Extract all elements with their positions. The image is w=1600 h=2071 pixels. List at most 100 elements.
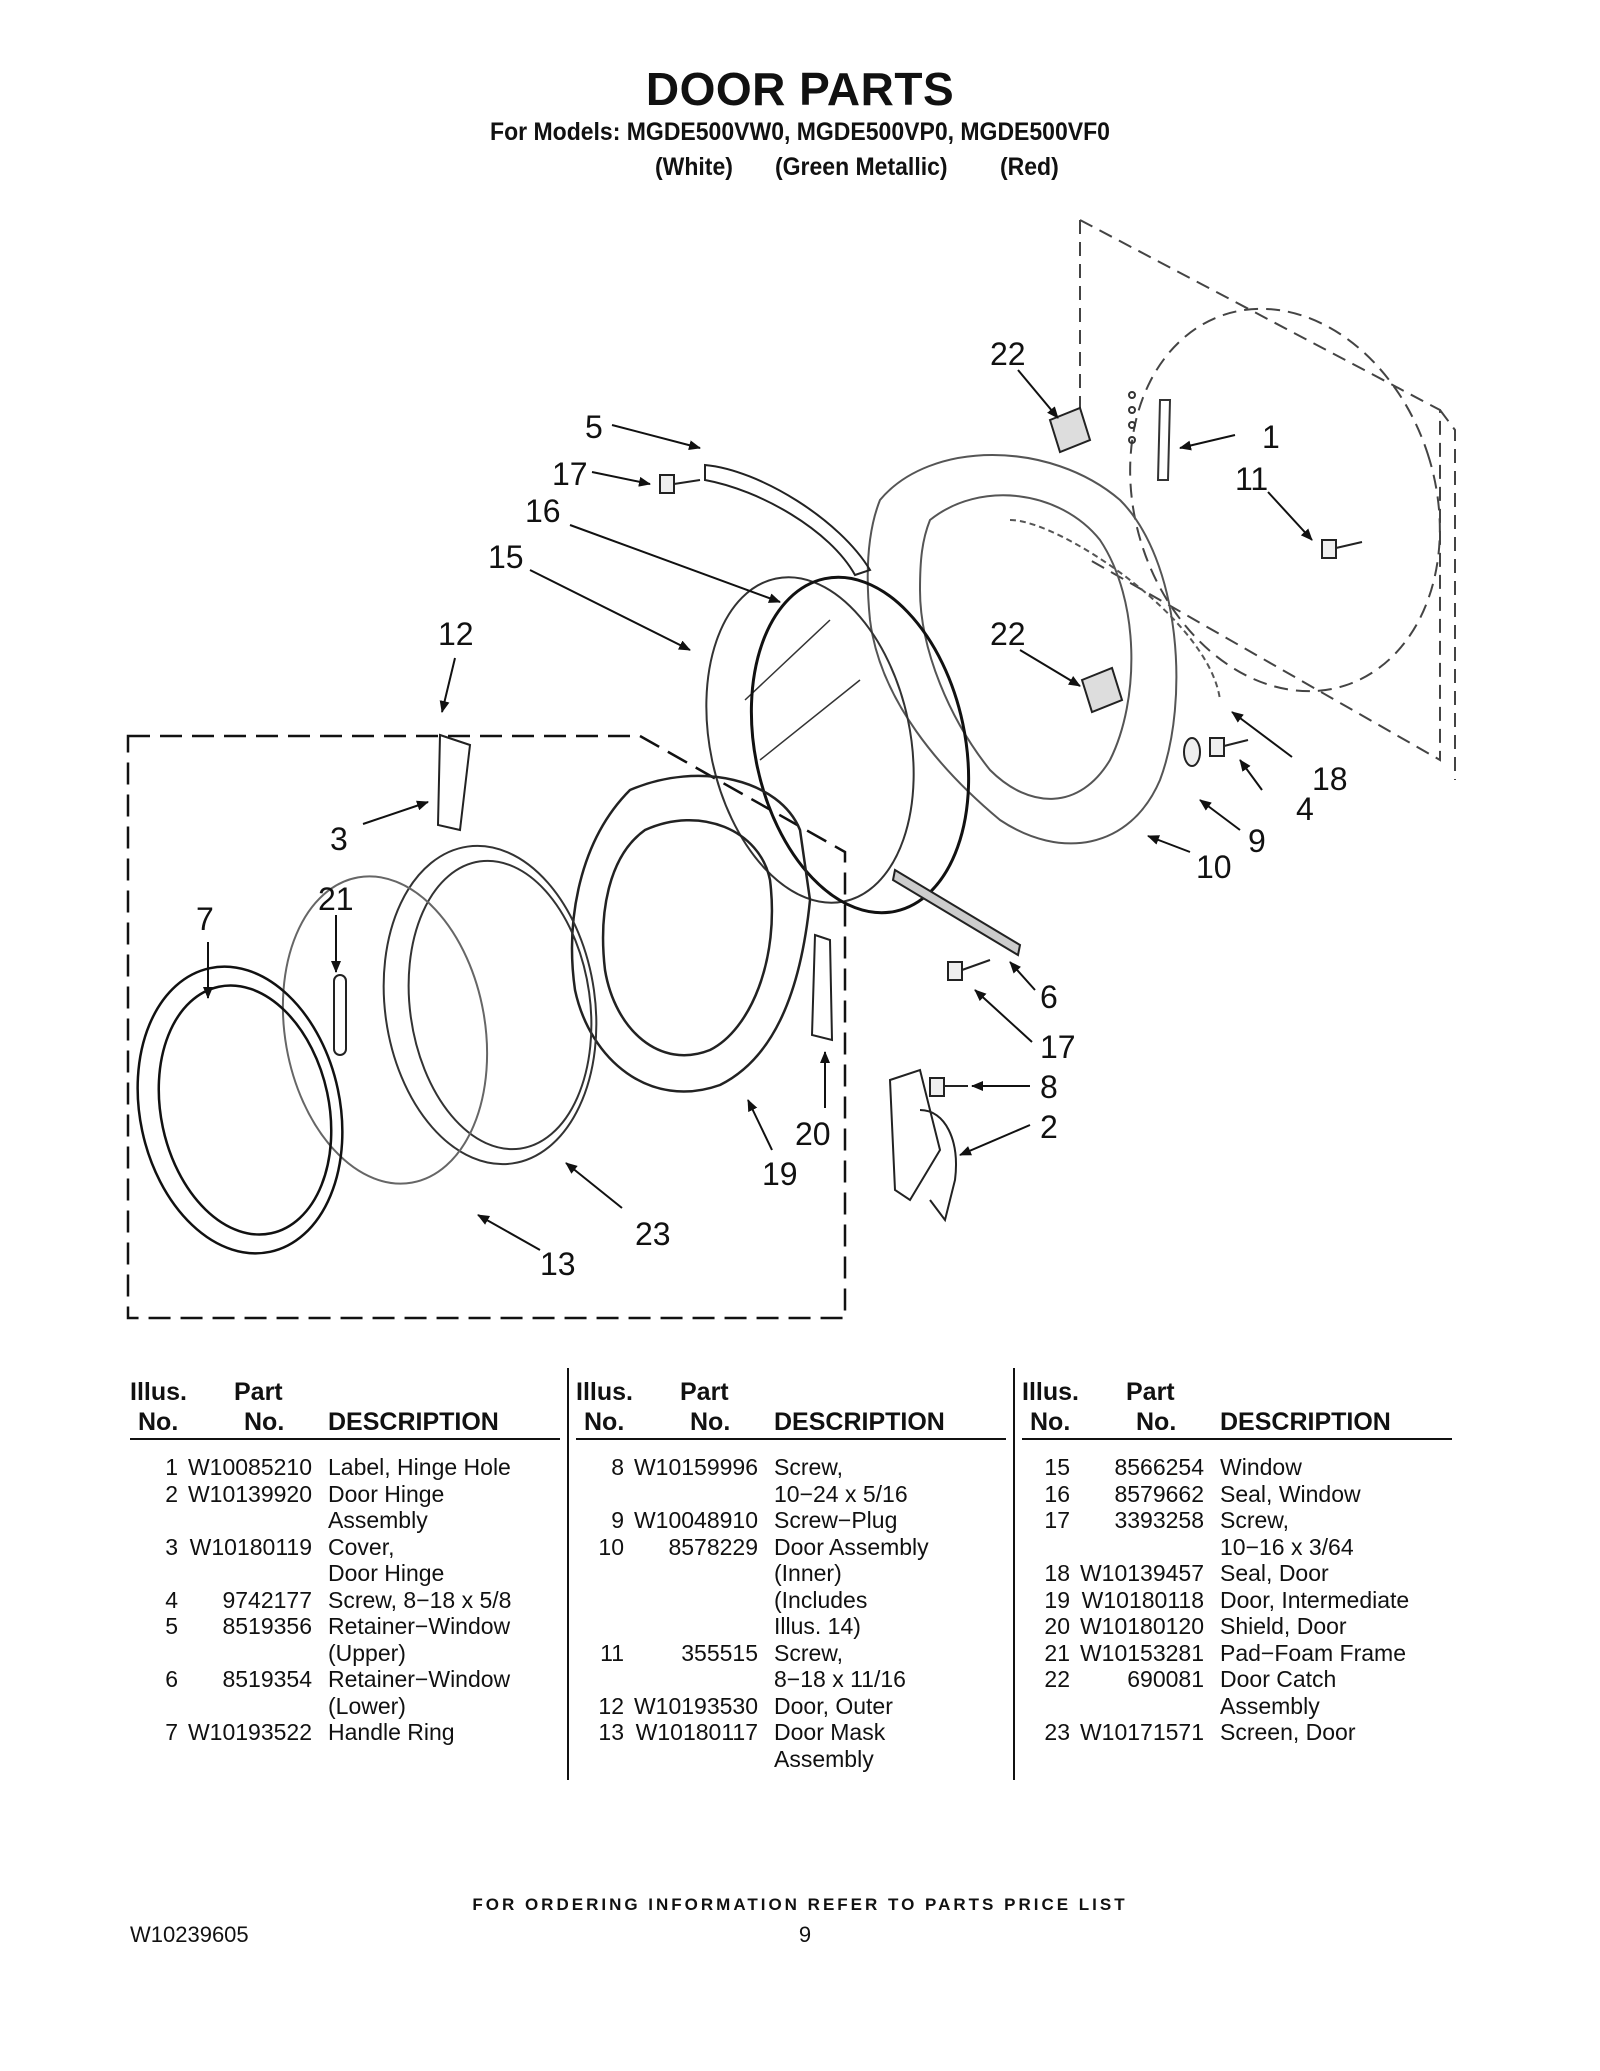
- upper-window-retainer-part: [704, 463, 872, 577]
- callout-2: 2: [1040, 1109, 1058, 1145]
- header-illus: Illus.: [1022, 1378, 1079, 1406]
- header-illus-no: No.: [584, 1408, 625, 1436]
- header-description: DESCRIPTION: [328, 1408, 499, 1436]
- part-description: Window: [1220, 1454, 1302, 1480]
- callout-23: 23: [635, 1216, 671, 1252]
- table-row: 9 W10048910 Screw−Plug: [576, 1507, 1006, 1534]
- part-number: W10180119: [189, 1533, 312, 1560]
- callout-11: 11: [1235, 461, 1268, 497]
- header-description: DESCRIPTION: [1220, 1408, 1391, 1436]
- screw-17-lower-part: [947, 959, 991, 981]
- illus-number: 20: [1044, 1613, 1070, 1639]
- header-part: Part: [680, 1378, 729, 1406]
- illus-number: 7: [165, 1719, 178, 1745]
- illus-number: 22: [1044, 1666, 1070, 1692]
- hinge-hole-label-part: [1128, 391, 1172, 481]
- part-number: W10193530: [633, 1692, 758, 1719]
- illus-number: 23: [1044, 1719, 1070, 1745]
- door-hinge-assembly-part: [888, 1068, 957, 1223]
- document-number: W10239605: [130, 1922, 249, 1947]
- part-number: W10048910: [633, 1507, 758, 1533]
- page-number: 9: [798, 1922, 812, 1947]
- header-part: Part: [234, 1378, 283, 1406]
- callout-19: 19: [762, 1156, 798, 1192]
- part-number: W10180118: [1081, 1586, 1204, 1613]
- part-description: Screw, 10−16 x 3/64: [1220, 1507, 1354, 1560]
- illus-number: 18: [1044, 1560, 1070, 1586]
- exploded-parts-diagram: 1 2 3 4 5 6 7 8 9 10 11 12 13 15 16 17 1…: [126, 219, 1456, 1320]
- illus-number: 13: [598, 1719, 624, 1745]
- screw-17-upper-part: [659, 474, 701, 494]
- illus-number: 16: [1044, 1480, 1070, 1507]
- part-description: Cover, Door Hinge: [328, 1533, 445, 1587]
- header-description: DESCRIPTION: [774, 1408, 945, 1436]
- part-number: W10153281: [1079, 1639, 1204, 1666]
- part-number: W10159996: [633, 1454, 758, 1480]
- illus-number: 9: [611, 1507, 624, 1533]
- illus-number: 15: [1044, 1454, 1070, 1480]
- outer-door-enclosure: [126, 734, 847, 1320]
- callout-15: 15: [488, 539, 524, 575]
- screw-8-part: [929, 1077, 968, 1097]
- table-row: 13 W10180117 Door Mask Assembly: [576, 1719, 1006, 1772]
- header-illus: Illus.: [576, 1378, 633, 1406]
- table-row: 2 W10139920 Door Hinge Assembly: [130, 1481, 560, 1534]
- color-green-label: (Green Metallic): [775, 153, 948, 181]
- intermediate-door-part: [570, 774, 812, 1093]
- part-description: Retainer−Window (Lower): [328, 1666, 511, 1719]
- callout-17-lower: 17: [1040, 1029, 1076, 1065]
- illus-number: 5: [165, 1613, 178, 1639]
- door-mask-part: [281, 875, 489, 1185]
- color-white-label: (White): [655, 153, 733, 181]
- part-description: Screw−Plug: [774, 1507, 898, 1533]
- part-number: W10139920: [187, 1480, 312, 1507]
- part-number: W10180120: [1079, 1613, 1204, 1639]
- callout-12: 12: [438, 616, 474, 652]
- callout-8: 8: [1040, 1069, 1058, 1105]
- part-number: 355515: [681, 1639, 758, 1666]
- inner-door-assembly-part: [866, 454, 1221, 845]
- part-number: 3393258: [1114, 1507, 1204, 1533]
- callout-22-upper: 22: [990, 336, 1026, 372]
- part-description: Door Mask Assembly: [774, 1719, 886, 1772]
- header-part-no: No.: [244, 1408, 285, 1436]
- part-number: 8578229: [668, 1533, 758, 1560]
- part-number: W10139457: [1079, 1560, 1204, 1586]
- screw-4-part: [1183, 737, 1249, 767]
- part-number: 690081: [1127, 1666, 1204, 1692]
- part-description: Handle Ring: [328, 1719, 455, 1745]
- callout-4: 4: [1296, 791, 1314, 827]
- door-catch-upper-part: [1048, 406, 1092, 454]
- screw-11-part: [1321, 539, 1363, 559]
- models-subtitle: For Models: MGDE500VW0, MGDE500VP0, MGDE…: [490, 118, 1110, 146]
- illus-number: 2: [165, 1480, 178, 1507]
- part-description: Shield, Door: [1220, 1613, 1347, 1639]
- header-illus: Illus.: [130, 1378, 187, 1406]
- part-description: Door, Intermediate: [1220, 1586, 1410, 1613]
- door-screen-part: [382, 844, 598, 1166]
- part-description: Door Assembly (Inner) (Includes Illus. 1…: [774, 1533, 929, 1640]
- part-description: Pad−Foam Frame: [1220, 1639, 1406, 1666]
- dryer-cabinet-outline: [1079, 219, 1456, 780]
- part-description: Screw, 8−18 x 11/16: [774, 1639, 906, 1693]
- part-description: Door Hinge Assembly: [328, 1480, 445, 1534]
- callout-10: 10: [1196, 849, 1232, 885]
- window-part: [705, 576, 915, 904]
- callout-22-lower: 22: [990, 616, 1026, 652]
- door-catch-lower-part: [1080, 666, 1124, 714]
- part-number: W10180117: [635, 1719, 758, 1745]
